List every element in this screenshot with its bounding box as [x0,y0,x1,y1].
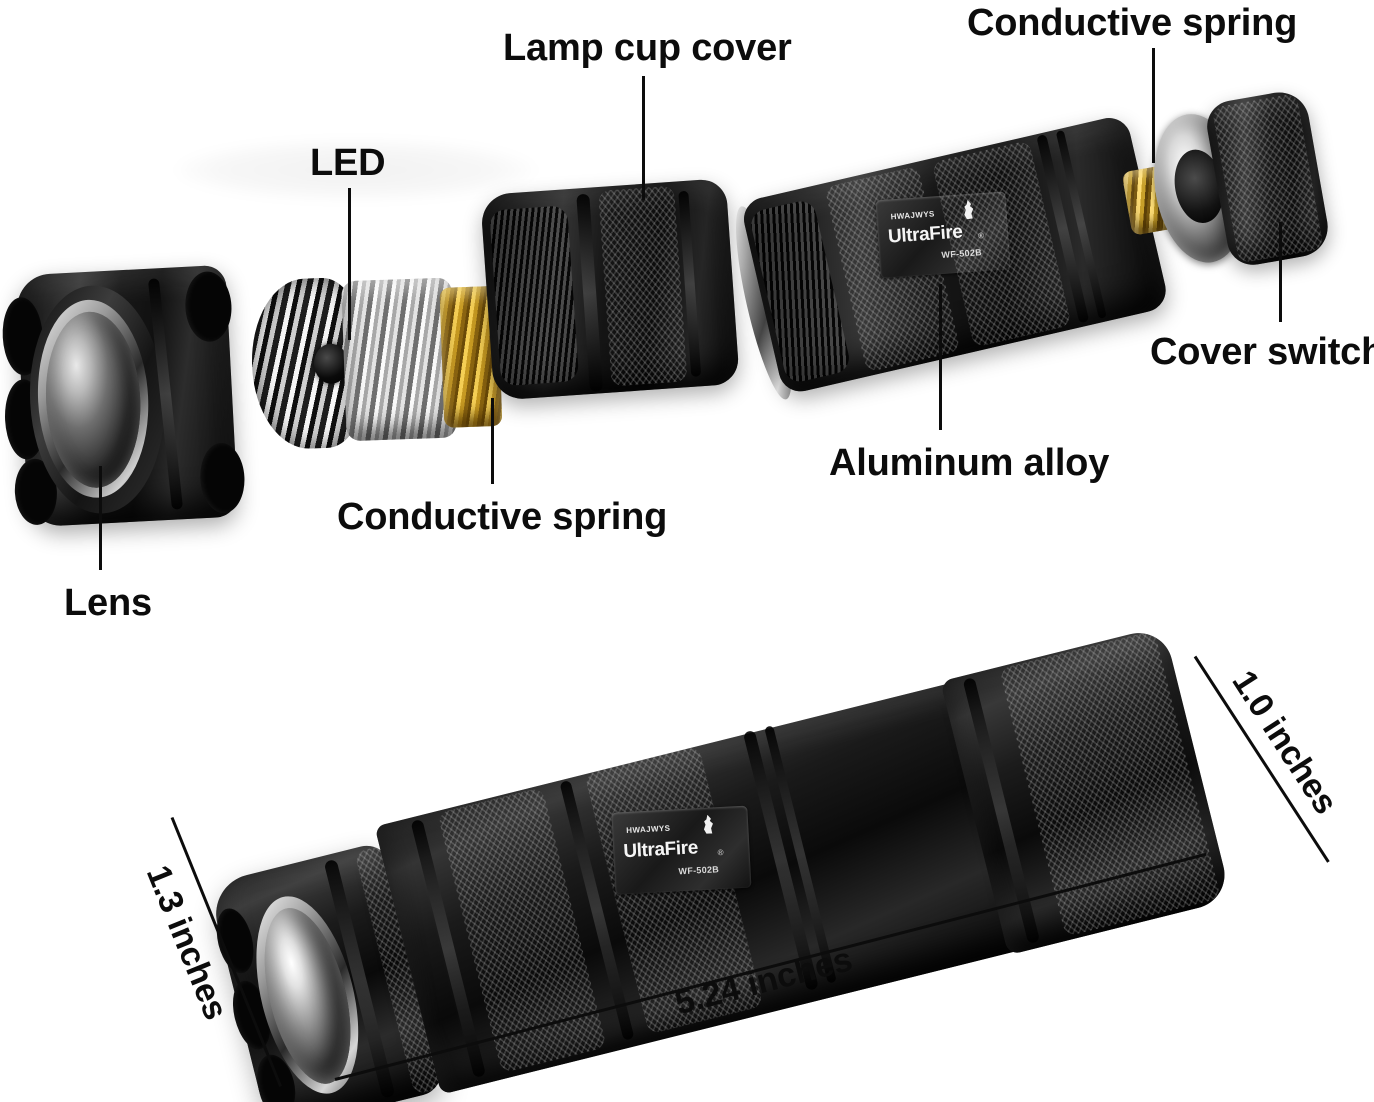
lamp-cup-cover-part [480,177,752,402]
assembled-brand-model-text: WF-502B [678,864,720,877]
leader-line-conductive-spring-front [491,398,494,484]
callout-label-aluminum-alloy: Aluminum alloy [829,442,1110,484]
callout-label-led: LED [310,142,386,184]
lamp-cup-knurling [598,185,688,387]
brand-sub-text: HWAJWYS [890,209,936,222]
leader-line-led [348,188,351,340]
background-smudge [176,140,536,200]
assembled-flame-icon [700,814,716,834]
assembled-registered-mark: ® [717,847,724,858]
leader-line-lamp-cup-cover [642,76,645,200]
assembled-flashlight: HWAJWYS UltraFire ® WF-502B [181,532,1258,1102]
assembled-brand-name-text: UltraFire [622,837,699,863]
callout-label-conductive-spring-front: Conductive spring [337,496,668,538]
aluminum-body-tube-part: HWAJWYS UltraFire ® WF-502B [724,108,1183,413]
cover-switch-part [1113,87,1338,302]
callout-label-lens: Lens [64,582,152,624]
lamp-cup-threads [489,205,580,387]
assembled-brand-sub-text: HWAJWYS [626,823,671,836]
leader-line-cover-switch [1279,222,1282,322]
lamp-assembly-part [249,262,513,461]
callout-label-cover-switch: Cover switch [1150,331,1374,373]
lens-bezel-part [0,256,257,537]
leader-line-conductive-spring-tail [1152,48,1155,163]
callout-label-conductive-spring-tail: Conductive spring [967,2,1298,44]
callout-label-lamp-cup-cover: Lamp cup cover [503,27,792,69]
leader-line-lens [99,466,102,570]
assembled-brand-plate: HWAJWYS UltraFire ® WF-502B [611,805,752,895]
leader-line-aluminum-alloy [939,284,942,430]
